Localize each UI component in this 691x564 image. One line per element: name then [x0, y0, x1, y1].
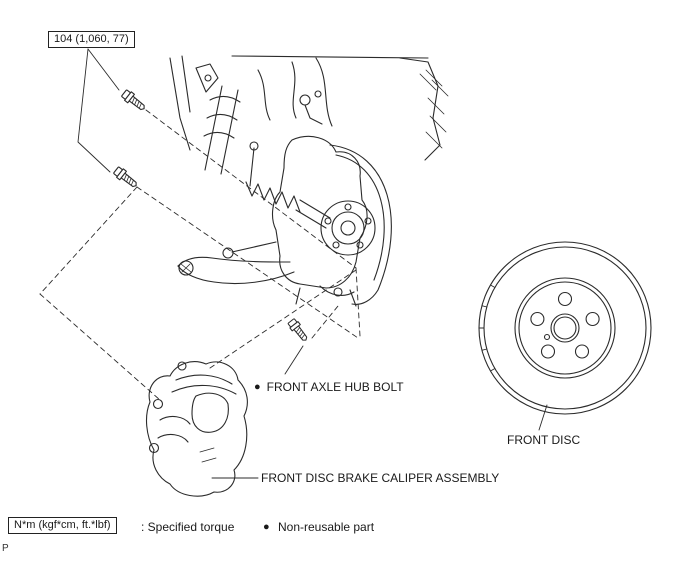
engine-bay-lines [257, 57, 449, 161]
page-marker: P [2, 543, 9, 554]
hub-bolt-label: ● FRONT AXLE HUB BOLT [254, 380, 404, 394]
hub-bolt-label-text: FRONT AXLE HUB BOLT [266, 380, 404, 394]
upper-caliper-bolt-icon [120, 88, 148, 114]
caliper-label: FRONT DISC BRAKE CALIPER ASSEMBLY [261, 471, 500, 485]
label-leader-lines [211, 345, 548, 479]
torque-leader-lines [77, 48, 120, 173]
lower-caliper-bolt-icon [112, 165, 140, 191]
non-reusable-bullet-icon: ● [254, 381, 261, 393]
knuckle-drawing [271, 135, 392, 307]
front-disc-label: FRONT DISC [507, 433, 581, 447]
hub-drawing [320, 200, 376, 256]
front-disc-drawing [478, 241, 652, 415]
strut-spring-drawing [203, 85, 241, 175]
caliper-drawing [145, 361, 248, 497]
legend-non-reusable-bullet-icon: ● [263, 521, 270, 533]
front-axle-hub-bolt-icon [286, 317, 311, 344]
control-arm-drawing [177, 141, 295, 285]
legend-unit-box: N*m (kgf*cm, ft.*lbf) [8, 517, 117, 534]
legend-non-reusable-text: Non-reusable part [278, 520, 375, 534]
torque-spec-callout: 104 (1,060, 77) [48, 31, 135, 48]
cv-boot-axle-drawing [245, 181, 331, 229]
legend-specified-torque: : Specified torque [141, 520, 235, 534]
alignment-dashed-lines [39, 109, 361, 401]
body-structure-lines [169, 55, 429, 151]
